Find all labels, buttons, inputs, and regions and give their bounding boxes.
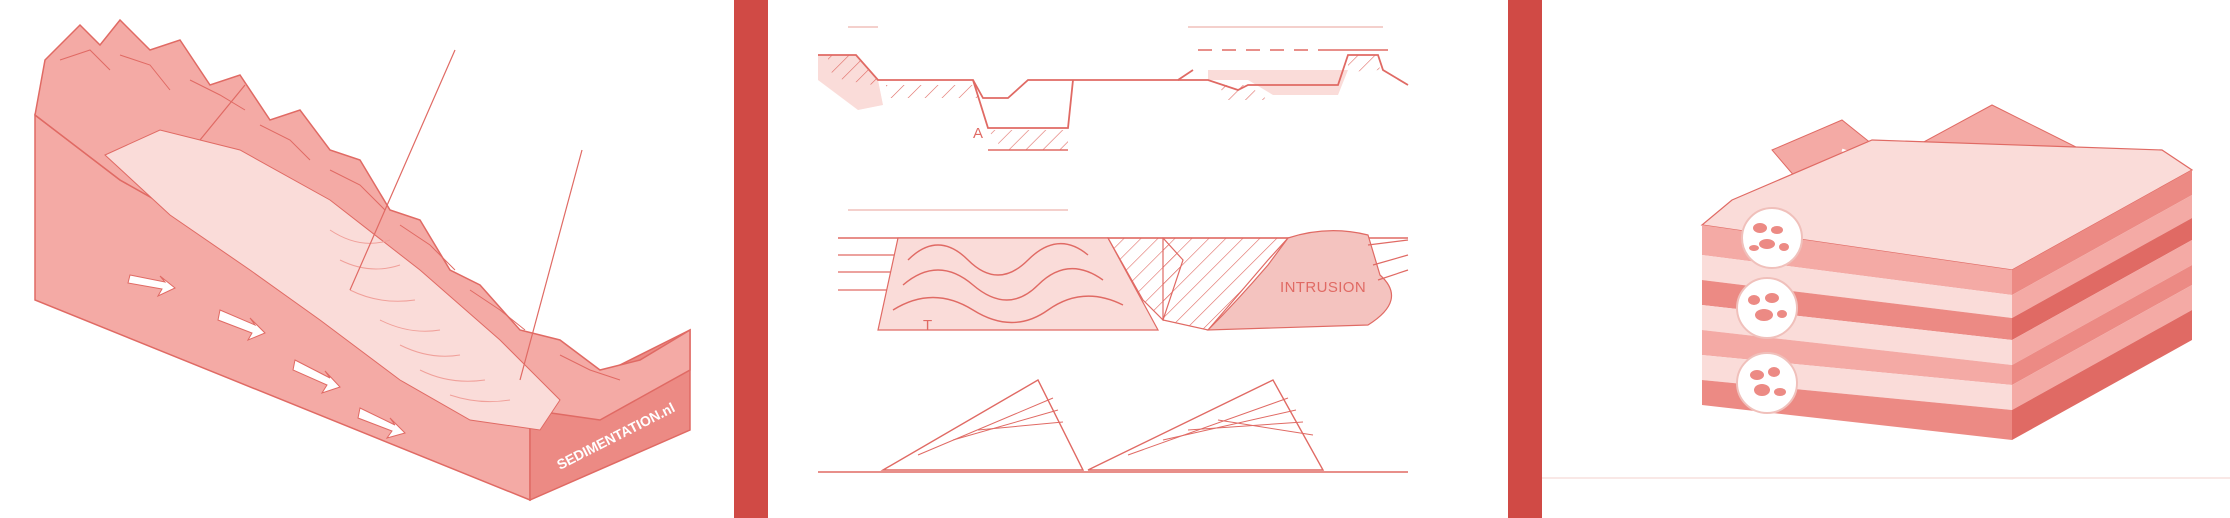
intrusion-label: INTRUSION bbox=[1280, 279, 1366, 296]
right-dipping-hatch bbox=[1162, 237, 1290, 331]
grains-3 bbox=[1750, 367, 1786, 396]
side-layer-7 bbox=[2012, 310, 2192, 440]
label-a: A bbox=[973, 125, 983, 142]
flow-arrows bbox=[127, 274, 406, 439]
terrace-right-hatch bbox=[1218, 85, 1268, 100]
layer-5 bbox=[1702, 330, 2012, 385]
grains-1 bbox=[1749, 223, 1789, 251]
valley-block-diagram-panel: SEDIMENTATION.nl bbox=[0, 0, 734, 518]
layered-block-svg bbox=[1542, 104, 2230, 479]
wedge-1-strata bbox=[917, 397, 1064, 456]
pointer-line-1 bbox=[199, 84, 246, 141]
grain-circle-1 bbox=[1741, 207, 1803, 269]
terrace-mid-hatch bbox=[886, 85, 980, 98]
cross-sections-svg: A bbox=[818, 26, 1409, 473]
terrace-profile bbox=[818, 54, 1194, 99]
divider-bar-1 bbox=[734, 0, 768, 518]
right-steps-profile bbox=[1178, 54, 1409, 91]
flow-arrow-3 bbox=[292, 359, 341, 394]
block-side-layers bbox=[2012, 170, 2192, 440]
fold-waves bbox=[892, 242, 1124, 324]
pointer-line-3 bbox=[519, 149, 583, 381]
flow-arrow-2 bbox=[217, 309, 266, 342]
layer-2 bbox=[1702, 255, 2012, 318]
grain-circles bbox=[1736, 207, 1803, 414]
divider-bar-2 bbox=[1508, 0, 1542, 518]
wedge-2-strata bbox=[1127, 397, 1314, 456]
terrace-right-fill bbox=[1208, 70, 1348, 95]
section-tilted-wedges bbox=[818, 379, 1408, 473]
valley-layer-lines bbox=[329, 229, 511, 403]
trough-profile bbox=[972, 79, 1074, 129]
right-edge-hatch bbox=[1367, 239, 1409, 281]
grain-circle-2 bbox=[1736, 277, 1798, 339]
grains-2 bbox=[1748, 293, 1787, 321]
side-layer-6 bbox=[2012, 285, 2192, 410]
layered-block-panel bbox=[1542, 0, 2230, 518]
grain-circle-3 bbox=[1736, 352, 1798, 414]
flow-arrow-1 bbox=[127, 274, 176, 298]
side-layer-2 bbox=[2012, 195, 2192, 318]
ridge-rock-details bbox=[59, 49, 621, 381]
flow-arrow-4 bbox=[357, 407, 406, 439]
mountain-ridge bbox=[34, 18, 691, 421]
valley-block-diagram: SEDIMENTATION.nl bbox=[34, 18, 691, 502]
side-layer-3 bbox=[2012, 218, 2192, 340]
wedge-2 bbox=[1087, 379, 1325, 471]
valley-sediment-fill bbox=[104, 129, 561, 431]
wedge-1 bbox=[880, 379, 1085, 471]
pointer-line-2 bbox=[349, 49, 456, 291]
side-layer-4 bbox=[2012, 240, 2192, 365]
trough-hatch bbox=[988, 130, 1068, 150]
side-layer-5 bbox=[2012, 265, 2192, 385]
terrace-left-hatch bbox=[828, 55, 878, 85]
cross-sections-panel: A bbox=[768, 0, 1508, 518]
small-mark: T bbox=[923, 317, 933, 334]
fold-block bbox=[877, 237, 1160, 331]
section-terraces: A bbox=[818, 26, 1409, 151]
intrusion-body bbox=[1206, 230, 1393, 331]
side-layer-1 bbox=[2012, 170, 2192, 295]
right-block-hatch bbox=[1348, 55, 1380, 72]
section-folds-intrusion: INTRUSION T bbox=[838, 209, 1409, 334]
